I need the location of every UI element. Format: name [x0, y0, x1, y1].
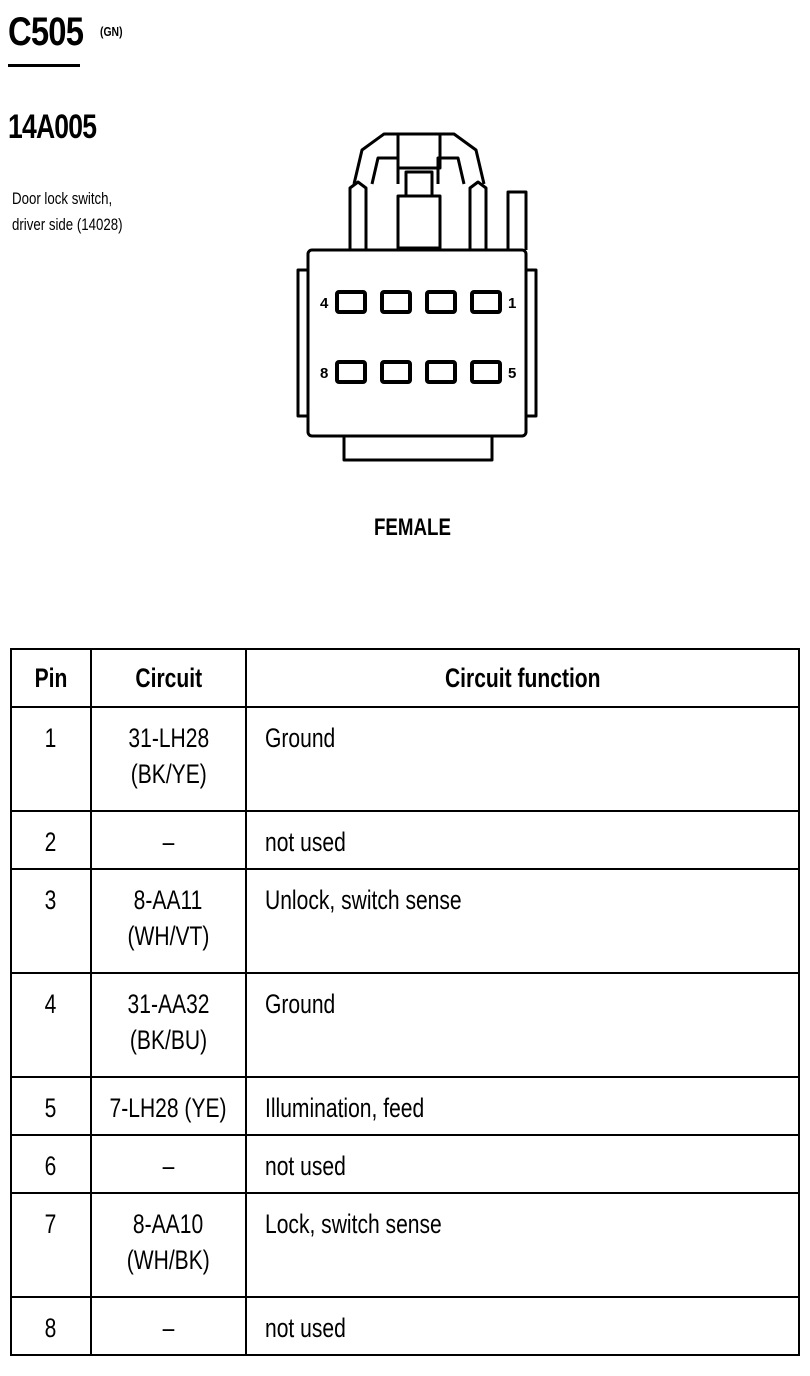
pin-label-5: 5 [508, 365, 516, 382]
left-side-tab [296, 268, 308, 418]
circuit-function: Ground [245, 706, 800, 812]
pin-number: 2 [10, 810, 92, 870]
circuit-code: – [90, 1296, 247, 1356]
pin-table: Pin Circuit Circuit function 1 31-LH28 (… [10, 648, 800, 1356]
table-row: 2 – not used [10, 810, 800, 870]
pin-cavity-6 [425, 360, 457, 384]
pin-label-1: 1 [508, 295, 516, 312]
circuit-function: Lock, switch sense [245, 1192, 800, 1298]
right-post [468, 180, 488, 250]
pin-cavity-7 [380, 360, 412, 384]
pin-label-4: 4 [320, 295, 329, 312]
part-number: 14A005 [8, 108, 97, 146]
header-circuit: Circuit [90, 648, 247, 708]
pin-number: 3 [10, 868, 92, 974]
bottom-tab [342, 436, 494, 462]
pin-cavity-4 [335, 290, 367, 314]
description-line-1: Door lock switch, [12, 189, 113, 208]
pin-cavity-3 [380, 290, 412, 314]
locking-tab [396, 194, 442, 250]
pin-number: 1 [10, 706, 92, 812]
right-outer-post [506, 190, 528, 250]
pin-label-8: 8 [320, 365, 328, 382]
pin-cavity-2 [425, 290, 457, 314]
pin-number: 6 [10, 1134, 92, 1194]
locking-tab-inner [404, 170, 434, 198]
pin-number: 4 [10, 972, 92, 1078]
circuit-function: not used [245, 1296, 800, 1356]
circuit-code: 31-AA32 (BK/BU) [90, 972, 247, 1078]
header-pin: Pin [10, 648, 92, 708]
description-line-2: driver side (14028) [12, 215, 123, 234]
latch-inner-right [436, 156, 466, 185]
circuit-code: 8-AA11 (WH/VT) [90, 868, 247, 974]
connector-gender-label: FEMALE [374, 514, 451, 541]
latch-inner-left [370, 156, 400, 185]
pin-table-header-row: Pin Circuit Circuit function [10, 648, 800, 708]
circuit-function: Ground [245, 972, 800, 1078]
table-row: 6 – not used [10, 1134, 800, 1194]
table-row: 7 8-AA10 (WH/BK) Lock, switch sense [10, 1192, 800, 1298]
connector-color: (GN) [100, 24, 123, 39]
circuit-code: – [90, 1134, 247, 1194]
latch-frame [352, 132, 486, 185]
table-row: 1 31-LH28 (BK/YE) Ground [10, 706, 800, 812]
pin-number: 8 [10, 1296, 92, 1356]
circuit-function: Unlock, switch sense [245, 868, 800, 974]
latch-top [396, 134, 442, 170]
circuit-code: 8-AA10 (WH/BK) [90, 1192, 247, 1298]
pin-cavity-1 [470, 290, 502, 314]
circuit-function: not used [245, 1134, 800, 1194]
pin-number: 7 [10, 1192, 92, 1298]
connector-face-diagram: 4 1 8 5 [296, 132, 538, 462]
connector-housing [306, 248, 528, 438]
connector-id: C505 [8, 10, 84, 54]
circuit-code: 31-LH28 (BK/YE) [90, 706, 247, 812]
pin-number: 5 [10, 1076, 92, 1136]
right-side-tab [526, 268, 538, 418]
circuit-code: – [90, 810, 247, 870]
table-row: 4 31-AA32 (BK/BU) Ground [10, 972, 800, 1078]
title-underline [8, 64, 80, 67]
header-circuit-function: Circuit function [245, 648, 800, 708]
table-row: 5 7-LH28 (YE) Illumination, feed [10, 1076, 800, 1136]
circuit-code: 7-LH28 (YE) [90, 1076, 247, 1136]
left-post [348, 180, 368, 250]
circuit-function: not used [245, 810, 800, 870]
circuit-function: Illumination, feed [245, 1076, 800, 1136]
pin-cavity-5 [470, 360, 502, 384]
pin-cavity-8 [335, 360, 367, 384]
connector-description: Door lock switch, driver side (14028) [12, 186, 123, 238]
table-row: 3 8-AA11 (WH/VT) Unlock, switch sense [10, 868, 800, 974]
table-row: 8 – not used [10, 1296, 800, 1356]
